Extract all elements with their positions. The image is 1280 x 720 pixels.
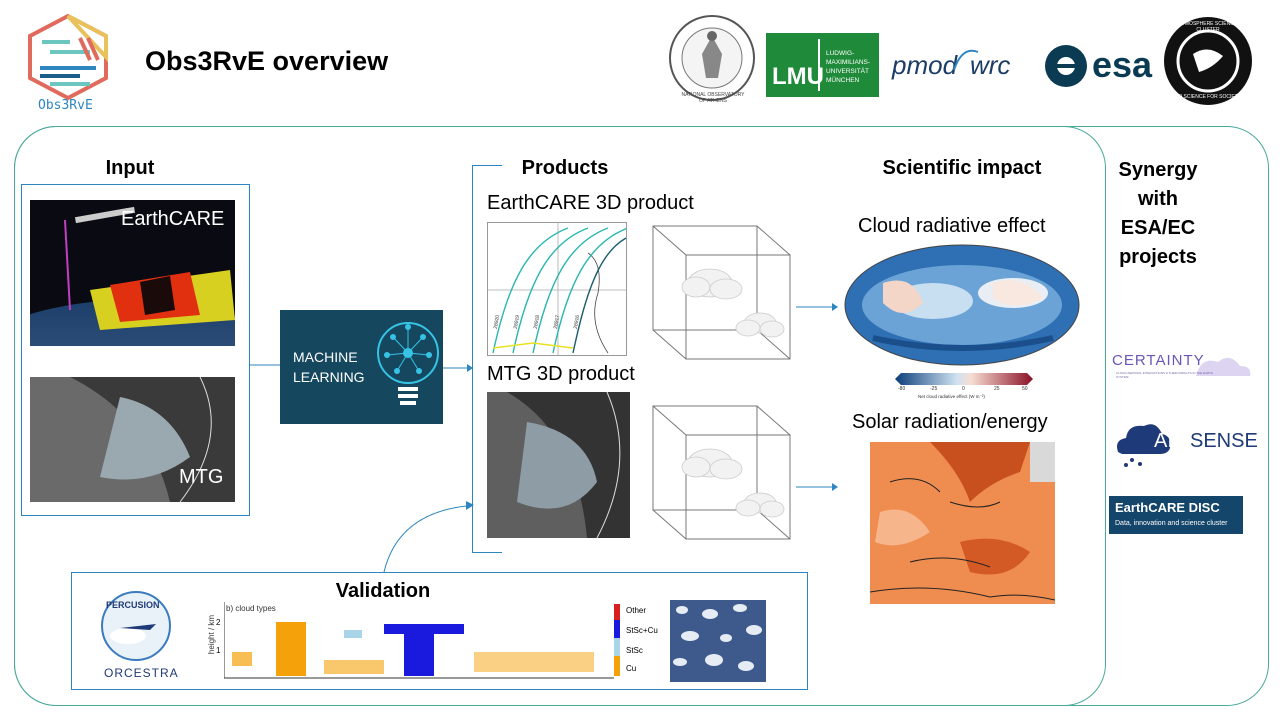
plot-title: b) cloud types	[226, 604, 276, 613]
lmu-short: LMU	[772, 63, 824, 90]
percusion-text: PERCUSION	[106, 600, 160, 610]
obs3rve-logo: Obs3RvE	[20, 12, 116, 116]
cbar-tick-2: -25	[930, 386, 938, 392]
cbar-tick-4: 25	[994, 386, 1000, 392]
page-title: Obs3RvE overview	[145, 46, 389, 76]
plot-ytick-1: 1	[216, 646, 221, 655]
earthcare-disc-logo: EarthCARE DISC Data, innovation and scie…	[1109, 496, 1243, 534]
orcestra-text: ORCESTRA	[104, 666, 179, 680]
plot-ylabel: height / km	[207, 614, 217, 655]
mtg-label: MTG	[179, 466, 224, 488]
cbar-tick-1: -80	[898, 386, 906, 392]
disc-title: EarthCARE DISC	[1115, 500, 1220, 515]
ml-line2: LEARNING	[293, 369, 365, 385]
synergy-line4: projects	[1119, 246, 1197, 268]
ml-to-products-arrow	[443, 364, 473, 372]
legend-stsc-cu: StSc+Cu	[626, 626, 658, 635]
certainty-text: CERTAINTY	[1112, 352, 1205, 369]
lightbulb-icon	[377, 322, 439, 405]
certainty-subtext: CLOUD-AEROSOL INTERACTIONS & THEIR IMPAC…	[1116, 371, 1214, 379]
orbit-track-map: 28920 28919 28918 28917 28916	[487, 222, 627, 356]
input-box	[21, 184, 250, 516]
percusion-logo: PERCUSION ORCESTRA	[96, 586, 182, 682]
pmod-wrc-logo: pmod wrc	[892, 44, 1032, 88]
disc-subtitle: Data, innovation and science cluster	[1115, 520, 1228, 527]
cloud-cube-earthcare	[652, 225, 791, 360]
noa-text: NATIONAL OBSERVATORY OF ATHENS	[681, 92, 745, 104]
legend-stsc: StSc	[626, 646, 643, 655]
input-to-ml-arrow	[250, 364, 280, 366]
cbar-tick-5: 50	[1022, 386, 1028, 392]
cre-label: Cloud radiative effect	[858, 215, 1046, 237]
products-bracket	[472, 165, 502, 553]
cluster-top-text: ATMOSPHERE SCIENCE CLUSTER	[1178, 21, 1238, 33]
colorbar-caption: Net cloud radiative effect (W m⁻²)	[918, 394, 985, 399]
certainty-logo: CERTAINTY CLOUD-AEROSOL INTERACTIONS & T…	[1106, 350, 1252, 382]
validation-heading: Validation	[335, 580, 431, 602]
legend-cu: Cu	[626, 664, 637, 673]
cbar-tick-3: 0	[962, 386, 965, 392]
wrc-text: wrc	[970, 50, 1011, 80]
legend-other: Other	[626, 606, 647, 615]
product-to-solar-arrow	[796, 483, 838, 491]
mtg-image: MTG	[30, 377, 235, 502]
machine-learning-box: MACHINE LEARNING	[280, 310, 443, 424]
inner-frame	[14, 126, 1106, 706]
synergy-line1: Synergy	[1118, 159, 1198, 181]
impact-heading: Scientific impact	[882, 157, 1042, 179]
input-heading: Input	[105, 157, 155, 179]
products-heading: Products	[521, 157, 609, 179]
cluster-bottom-text: EO SCIENCE FOR SOCIETY	[1174, 94, 1242, 100]
airsense-air: AIR	[1154, 430, 1188, 452]
mtg-3d-label: MTG 3D product	[487, 363, 635, 385]
colorbar-ticks: -80 -25 0 25 50	[898, 386, 1034, 394]
airsense-sense: SENSE	[1190, 430, 1258, 452]
validation-to-products-arrow	[383, 501, 474, 573]
esa-logo: esa	[1044, 42, 1159, 90]
lmu-long: LUDWIG-MAXIMILIANS-UNIVERSITÄT MÜNCHEN	[826, 50, 871, 84]
solar-label: Solar radiation/energy	[852, 411, 1048, 433]
synergy-line3: ESA/EC	[1120, 217, 1196, 239]
cre-map	[843, 243, 1081, 385]
synergy-line2: with	[1138, 188, 1178, 210]
airsense-logo: AIR SENSE	[1112, 418, 1258, 470]
mtg-product-image	[487, 392, 630, 538]
product-to-cre-arrow	[796, 303, 838, 311]
pmod-text: pmod	[892, 50, 958, 80]
earthcare-image: EarthCARE	[30, 200, 235, 346]
ml-line1: MACHINE	[293, 349, 358, 365]
earthcare-label: EarthCARE	[121, 208, 225, 230]
cloud-type-legend: Other StSc+Cu StSc Cu	[614, 604, 664, 678]
atmosphere-cluster-logo: ATMOSPHERE SCIENCE CLUSTER EO SCIENCE FO…	[1163, 16, 1253, 106]
cre-colorbar	[895, 373, 1033, 385]
noa-logo: NATIONAL OBSERVATORY OF ATHENS	[668, 14, 756, 104]
obs3rve-logo-text: Obs3RvE	[38, 98, 93, 113]
cloud-type-plot: height / km 2 1 b) cloud types	[200, 600, 660, 682]
synergy-heading: Synergy with ESA/EC projects	[1103, 156, 1213, 272]
earthcare-3d-label: EarthCARE 3D product	[487, 192, 694, 214]
plot-ytick-2: 2	[216, 618, 221, 627]
solar-map	[870, 442, 1055, 604]
esa-text: esa	[1092, 44, 1153, 85]
cloud-cube-mtg	[652, 405, 791, 540]
cloud-field-image	[670, 600, 766, 682]
lmu-logo: LMU LUDWIG-MAXIMILIANS-UNIVERSITÄT MÜNCH…	[766, 33, 879, 97]
